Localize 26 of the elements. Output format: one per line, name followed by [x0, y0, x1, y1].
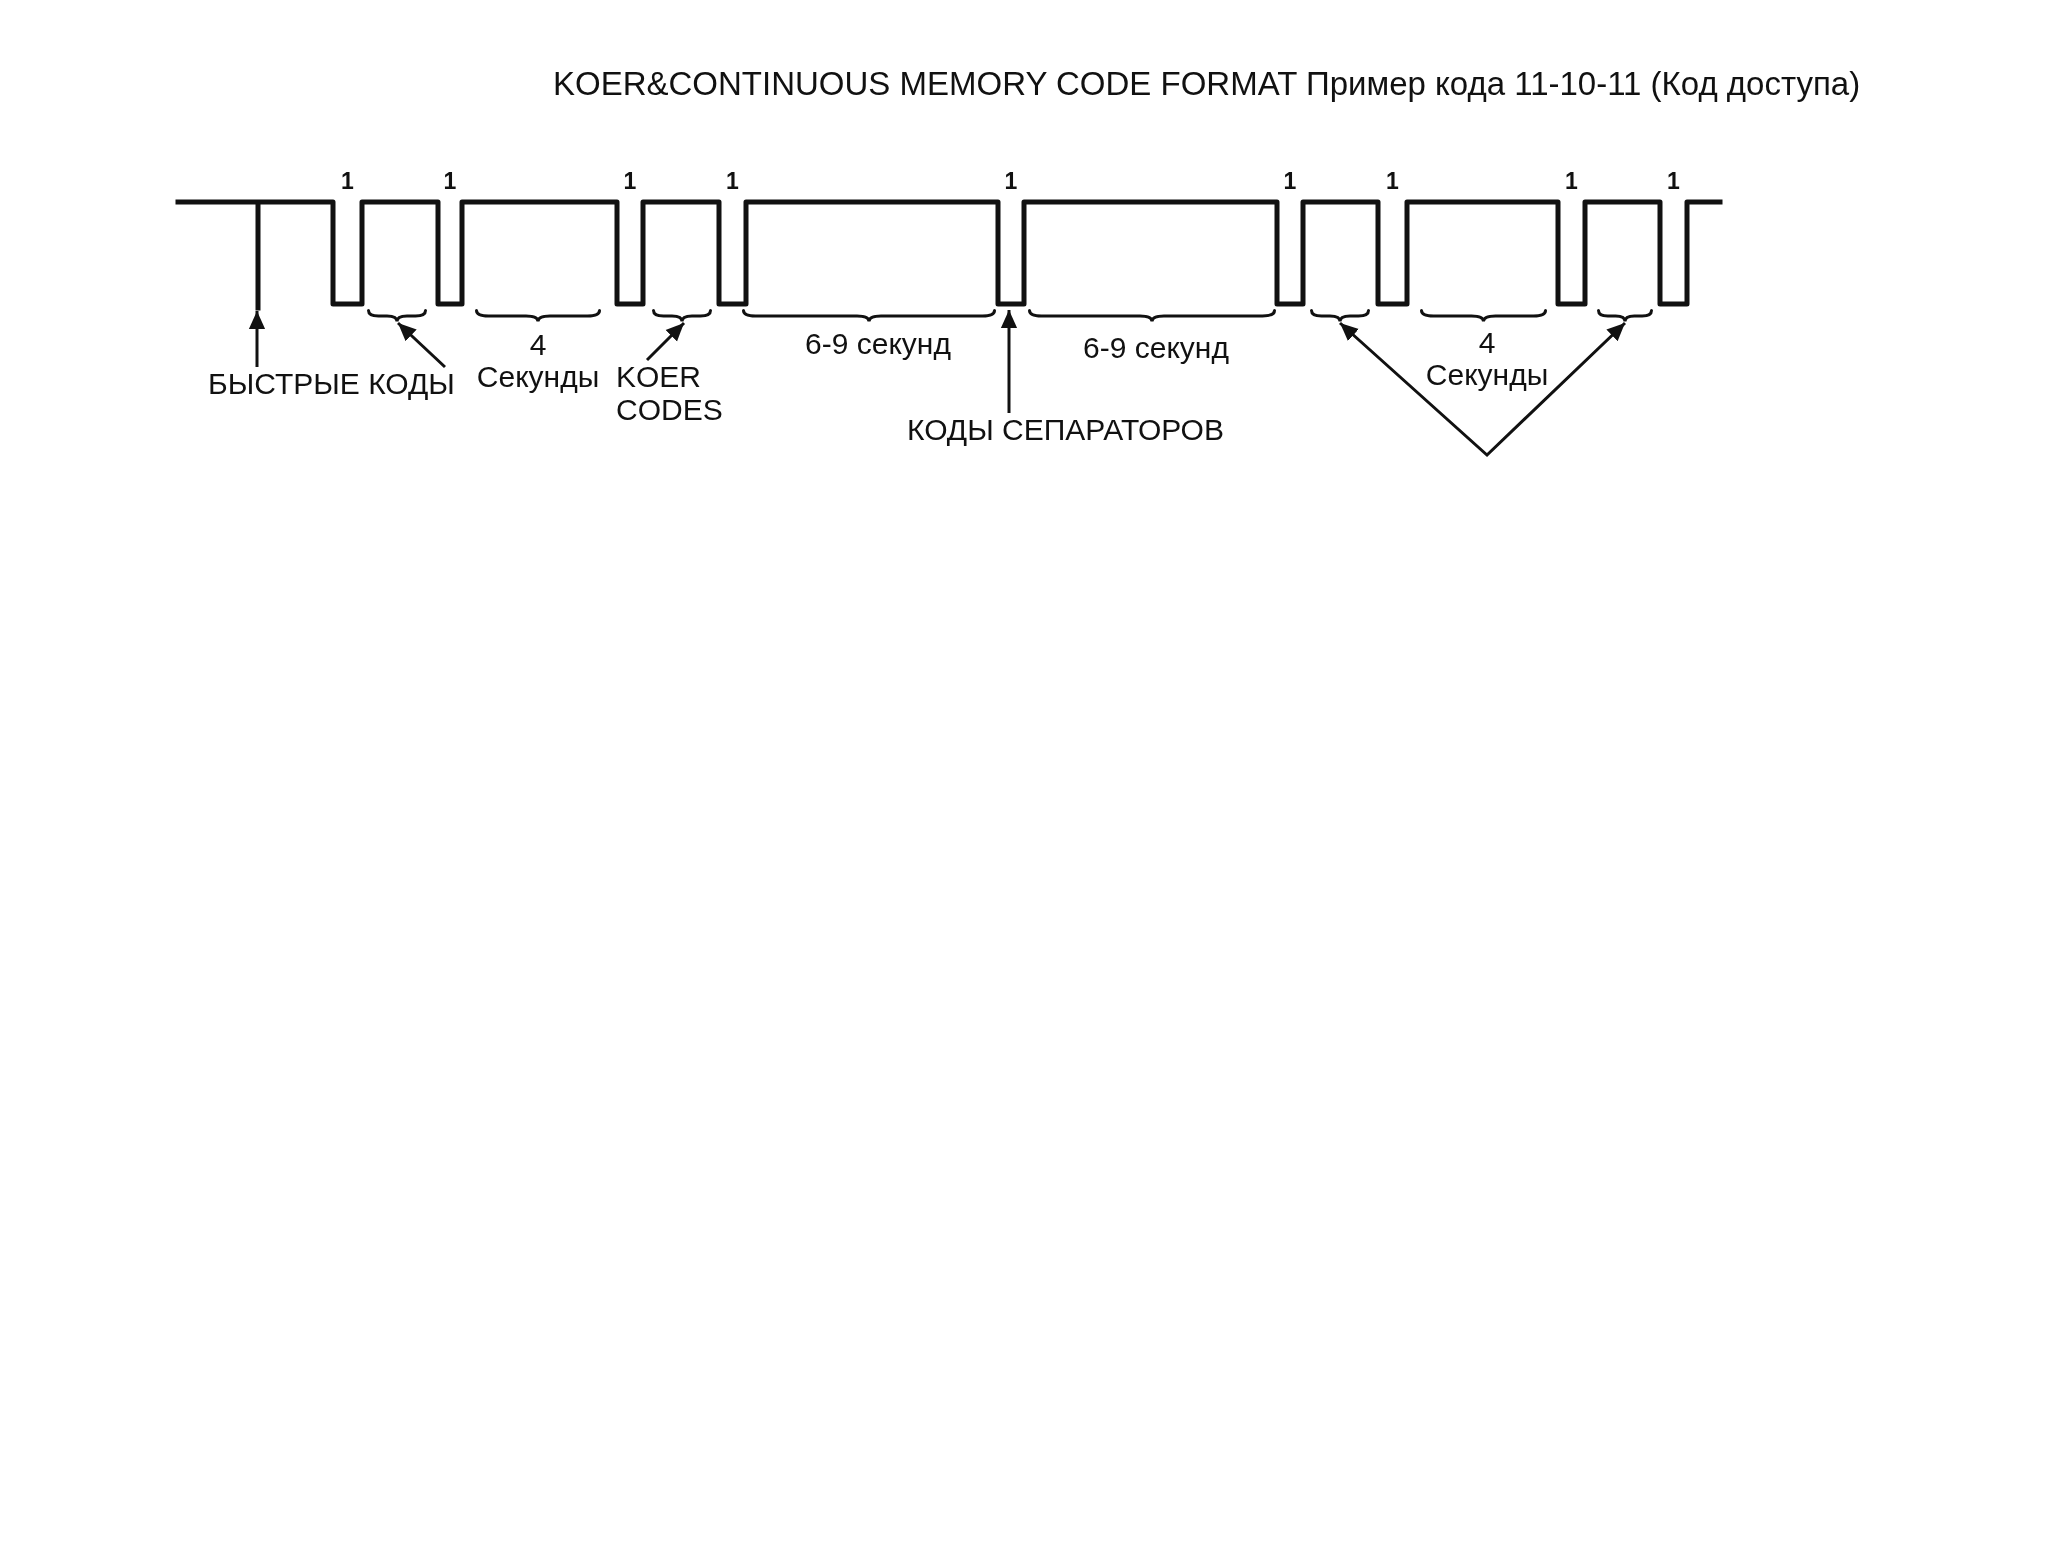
arrow — [645, 321, 686, 362]
pulse-label: 1 — [726, 168, 739, 195]
arrow — [396, 321, 447, 369]
brace — [367, 309, 427, 323]
arrow — [1000, 310, 1018, 413]
brace — [652, 309, 712, 323]
annotation-label: KOER CODES — [616, 360, 723, 426]
duration-label: 6-9 секунд — [805, 327, 951, 362]
pulse-label: 1 — [1386, 168, 1399, 195]
duration-label: 4 Секунды — [1425, 327, 1549, 390]
pulse-label: 1 — [1565, 168, 1578, 195]
diagram-title: KOER&CONTINUOUS MEMORY CODE FORMAT Пример кода 11-10-11 (Код доступа) — [553, 65, 1861, 103]
brace — [1310, 309, 1370, 323]
brace — [1597, 309, 1653, 323]
annotation-label: КОДЫ СЕПАРАТОРОВ — [907, 413, 1224, 448]
arrow — [248, 311, 266, 367]
pulse-label: 1 — [1283, 168, 1297, 195]
pulse-label: 1 — [1004, 168, 1018, 195]
pulse-label: 1 — [341, 168, 354, 195]
pulse-label: 1 — [443, 168, 457, 195]
duration-label: 4 Секунды — [476, 329, 600, 392]
double-headed-arrow — [1339, 321, 1627, 458]
duration-label: 6-9 секунд — [1083, 331, 1229, 366]
annotation-label: БЫСТРЫЕ КОДЫ — [208, 367, 455, 402]
pulse-label: 1 — [1667, 168, 1680, 195]
pulse-label: 1 — [623, 168, 637, 195]
